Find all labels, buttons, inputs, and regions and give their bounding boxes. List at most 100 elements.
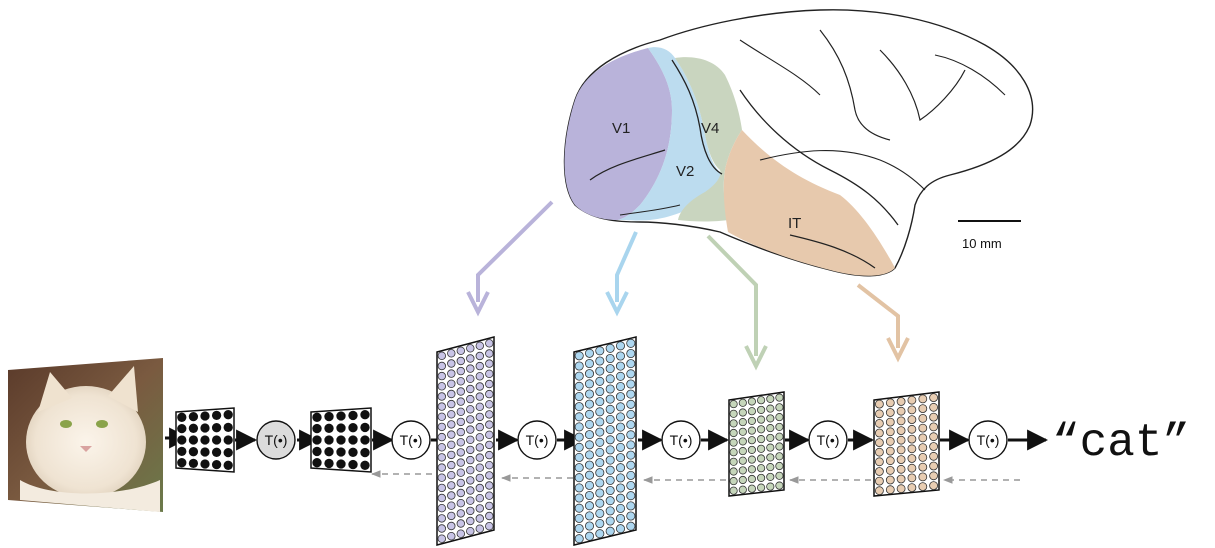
unit-dot: [574, 391, 584, 402]
unit-dot: [475, 382, 484, 391]
unit-dot: [200, 423, 210, 433]
unit-dot: [885, 456, 895, 466]
unit-dot: [188, 423, 199, 433]
unit-dot: [729, 448, 738, 457]
unit-dot: [747, 416, 756, 425]
sulcus-central: [819, 29, 891, 141]
unit-dot: [747, 407, 756, 416]
unit-dot: [177, 446, 187, 457]
unit-dot: [437, 534, 446, 543]
unit-dot: [456, 458, 465, 467]
unit-dot: [200, 435, 210, 445]
unit-dot: [584, 369, 595, 379]
unit-dot: [177, 435, 187, 445]
unit-dot: [595, 508, 605, 518]
unit-dot: [766, 404, 775, 413]
unit-dot: [729, 409, 738, 418]
region-label-v1: V1: [612, 120, 630, 137]
operator-label: T(•): [400, 432, 423, 448]
sulcus-arcuate: [879, 49, 966, 121]
unit-dot: [584, 480, 595, 490]
unit-dot: [485, 400, 494, 409]
unit-dot: [907, 454, 917, 463]
v1-mapping-arrow: [476, 200, 554, 302]
v4-mapping-arrowhead: [744, 345, 768, 371]
unit-dot: [574, 493, 584, 503]
region-v2: [618, 47, 722, 221]
unit-dot: [485, 349, 494, 358]
unit-dot: [757, 454, 766, 463]
unit-dot: [223, 460, 233, 470]
unit-dot: [626, 399, 636, 409]
unit-dot: [574, 534, 584, 544]
unit-dot: [615, 524, 626, 534]
unit-dot: [605, 364, 615, 374]
unit-dot: [447, 410, 456, 419]
unit-dot: [747, 484, 756, 493]
unit-dot: [918, 452, 928, 462]
unit-dot: [626, 420, 636, 430]
unit-dot: [466, 445, 475, 455]
unit-dot: [907, 444, 917, 454]
unit-dot: [907, 473, 917, 483]
unit-dot: [605, 384, 615, 394]
unit-dot: [729, 467, 738, 476]
operator-node: T(•): [256, 420, 296, 460]
network-layers: [175, 336, 940, 546]
unit-dot: [456, 438, 465, 447]
unit-dot: [485, 410, 494, 419]
unit-dot: [437, 463, 446, 472]
unit-dot: [626, 521, 636, 531]
unit-dot: [324, 458, 334, 469]
unit-dot: [595, 478, 605, 488]
unit-dot: [626, 379, 636, 389]
unit-dot: [775, 442, 784, 451]
unit-dot: [875, 447, 884, 457]
unit-dot: [605, 394, 615, 404]
unit-dot: [747, 426, 756, 435]
unit-dot: [615, 513, 626, 524]
unit-dot: [929, 451, 938, 461]
unit-dot: [738, 437, 747, 446]
unit-dot: [885, 398, 895, 408]
unit-dot: [757, 444, 766, 453]
unit-dot: [615, 381, 626, 392]
monkey-brain: V1 V2 V4 IT 10 mm: [563, 9, 1034, 277]
unit-dot: [929, 422, 938, 432]
unit-dot: [929, 393, 938, 403]
unit-dot: [348, 459, 358, 470]
unit-dot: [918, 394, 928, 404]
unit-dot: [757, 396, 766, 405]
unit-dot: [885, 446, 895, 456]
unit-dot: [907, 405, 917, 415]
unit-dot: [466, 415, 475, 424]
unit-dot: [485, 511, 494, 521]
unit-dot: [615, 442, 626, 452]
unit-dot: [312, 412, 322, 422]
unit-dot: [595, 356, 605, 366]
unit-dot: [475, 412, 484, 422]
unit-dot: [211, 410, 222, 421]
unit-dot: [729, 457, 738, 466]
unit-dot: [447, 450, 456, 460]
unit-dot: [485, 481, 494, 490]
unit-dot: [447, 511, 456, 521]
unit-dot: [447, 481, 456, 490]
unit-dot: [466, 344, 475, 353]
sulcus-inferior-occipital: [589, 149, 666, 181]
unit-dot: [574, 432, 584, 442]
unit-dot: [595, 529, 605, 539]
unit-dot: [348, 423, 358, 433]
unit-dot: [918, 443, 928, 453]
layer-2-grid: [310, 407, 372, 473]
unit-dot: [747, 445, 756, 454]
unit-dot: [456, 377, 465, 386]
unit-dot: [738, 485, 747, 494]
unit-dot: [223, 410, 233, 420]
unit-dot: [574, 402, 584, 412]
unit-dot: [584, 531, 595, 541]
unit-dot: [211, 447, 222, 457]
unit-dot: [475, 372, 484, 381]
unit-dot: [437, 392, 446, 401]
unit-dot: [929, 442, 938, 451]
